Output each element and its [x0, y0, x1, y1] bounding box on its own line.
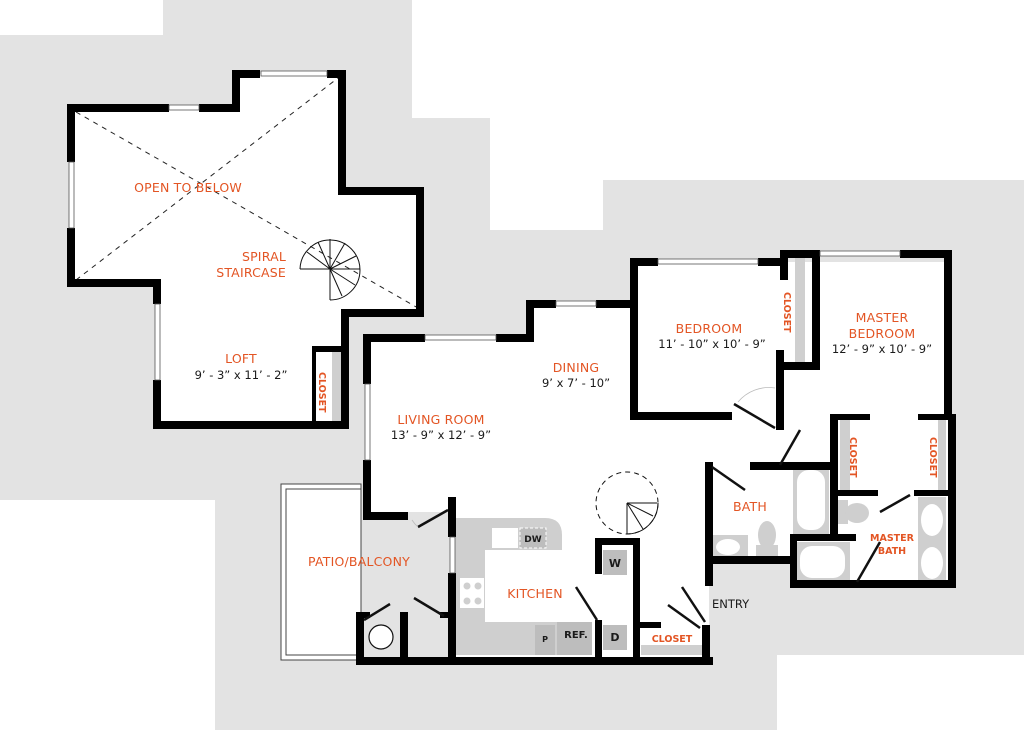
- master-closet-right-shelf: [938, 420, 946, 490]
- bedroom-closet-label: CLOSET: [781, 292, 792, 333]
- master-bath-label-1: MASTER: [870, 533, 915, 544]
- washer-label: W: [609, 557, 621, 570]
- dryer: [603, 625, 627, 650]
- pantry-label: P: [542, 635, 548, 644]
- dining-dims: 9’ x 7’ - 10”: [542, 376, 610, 390]
- spiral-label-1: SPIRAL: [242, 249, 286, 264]
- master-sink-2: [921, 547, 943, 579]
- stair-landing: [157, 283, 298, 286]
- dryer-label: D: [610, 631, 619, 644]
- dishwasher: [519, 527, 547, 549]
- master-sink-1: [921, 504, 943, 536]
- master-bedroom-label-1: MASTER: [856, 310, 909, 325]
- master-closet-left-label: CLOSET: [847, 437, 858, 478]
- dishwasher-label: DW: [524, 535, 541, 545]
- open-to-below-label: OPEN TO BELOW: [134, 180, 242, 195]
- sink: [492, 528, 518, 548]
- loft-dims: 9’ - 3” x 11’ - 2”: [195, 368, 288, 382]
- loft-closet-label: CLOSET: [316, 372, 327, 413]
- refrigerator-label: REF.: [564, 630, 588, 641]
- dining-label: DINING: [553, 360, 600, 375]
- pantry: [535, 625, 555, 655]
- master-bath-label-2: BATH: [878, 546, 906, 557]
- master-toilet: [845, 503, 869, 523]
- bath-toilet-tank: [756, 545, 778, 557]
- loft-label: LOFT: [225, 351, 257, 366]
- master-closet-left-shelf: [840, 420, 850, 490]
- bath-label: BATH: [733, 499, 767, 514]
- spiral-label-2: STAIRCASE: [216, 265, 286, 280]
- entry-label: ENTRY: [712, 597, 750, 611]
- living-room-dims: 13’ - 9” x 12’ - 9”: [391, 428, 491, 442]
- master-bedroom-label-2: BEDROOM: [849, 326, 916, 341]
- lower-spiral-staircase: [595, 471, 659, 535]
- entry-closet-label: CLOSET: [652, 634, 693, 645]
- kitchen-label: KITCHEN: [507, 586, 563, 601]
- backdrop-notch: [777, 655, 1024, 730]
- bath-toilet: [758, 521, 776, 549]
- burners: [463, 582, 482, 605]
- living-room-label: LIVING ROOM: [397, 412, 484, 427]
- patio-outline: [280, 483, 362, 661]
- bedroom-dims: 11’ - 10” x 10’ - 9”: [658, 337, 765, 351]
- entry-closet-shelf: [641, 645, 703, 655]
- loft-closet-shelf: [332, 352, 342, 422]
- bedroom-label: BEDROOM: [676, 321, 743, 336]
- master-bedroom-dims: 12’ - 9” x 10’ - 9”: [832, 342, 932, 356]
- washer: [603, 550, 627, 575]
- patio-label: PATIO/BALCONY: [308, 554, 410, 569]
- walls: [67, 70, 956, 665]
- bath-sink: [716, 539, 740, 555]
- water-heater: [368, 624, 394, 650]
- bedroom-closet-shelf: [795, 256, 805, 366]
- door-swings: [411, 387, 776, 528]
- master-closet-right-label: CLOSET: [927, 437, 938, 478]
- upper-spiral-staircase: [299, 239, 361, 301]
- master-tub-inner: [800, 546, 845, 578]
- master-toilet-tank: [838, 500, 848, 524]
- bath-tub-inner: [797, 470, 825, 530]
- doors: [363, 402, 911, 630]
- windows: [68, 70, 901, 574]
- refrigerator: [557, 622, 592, 655]
